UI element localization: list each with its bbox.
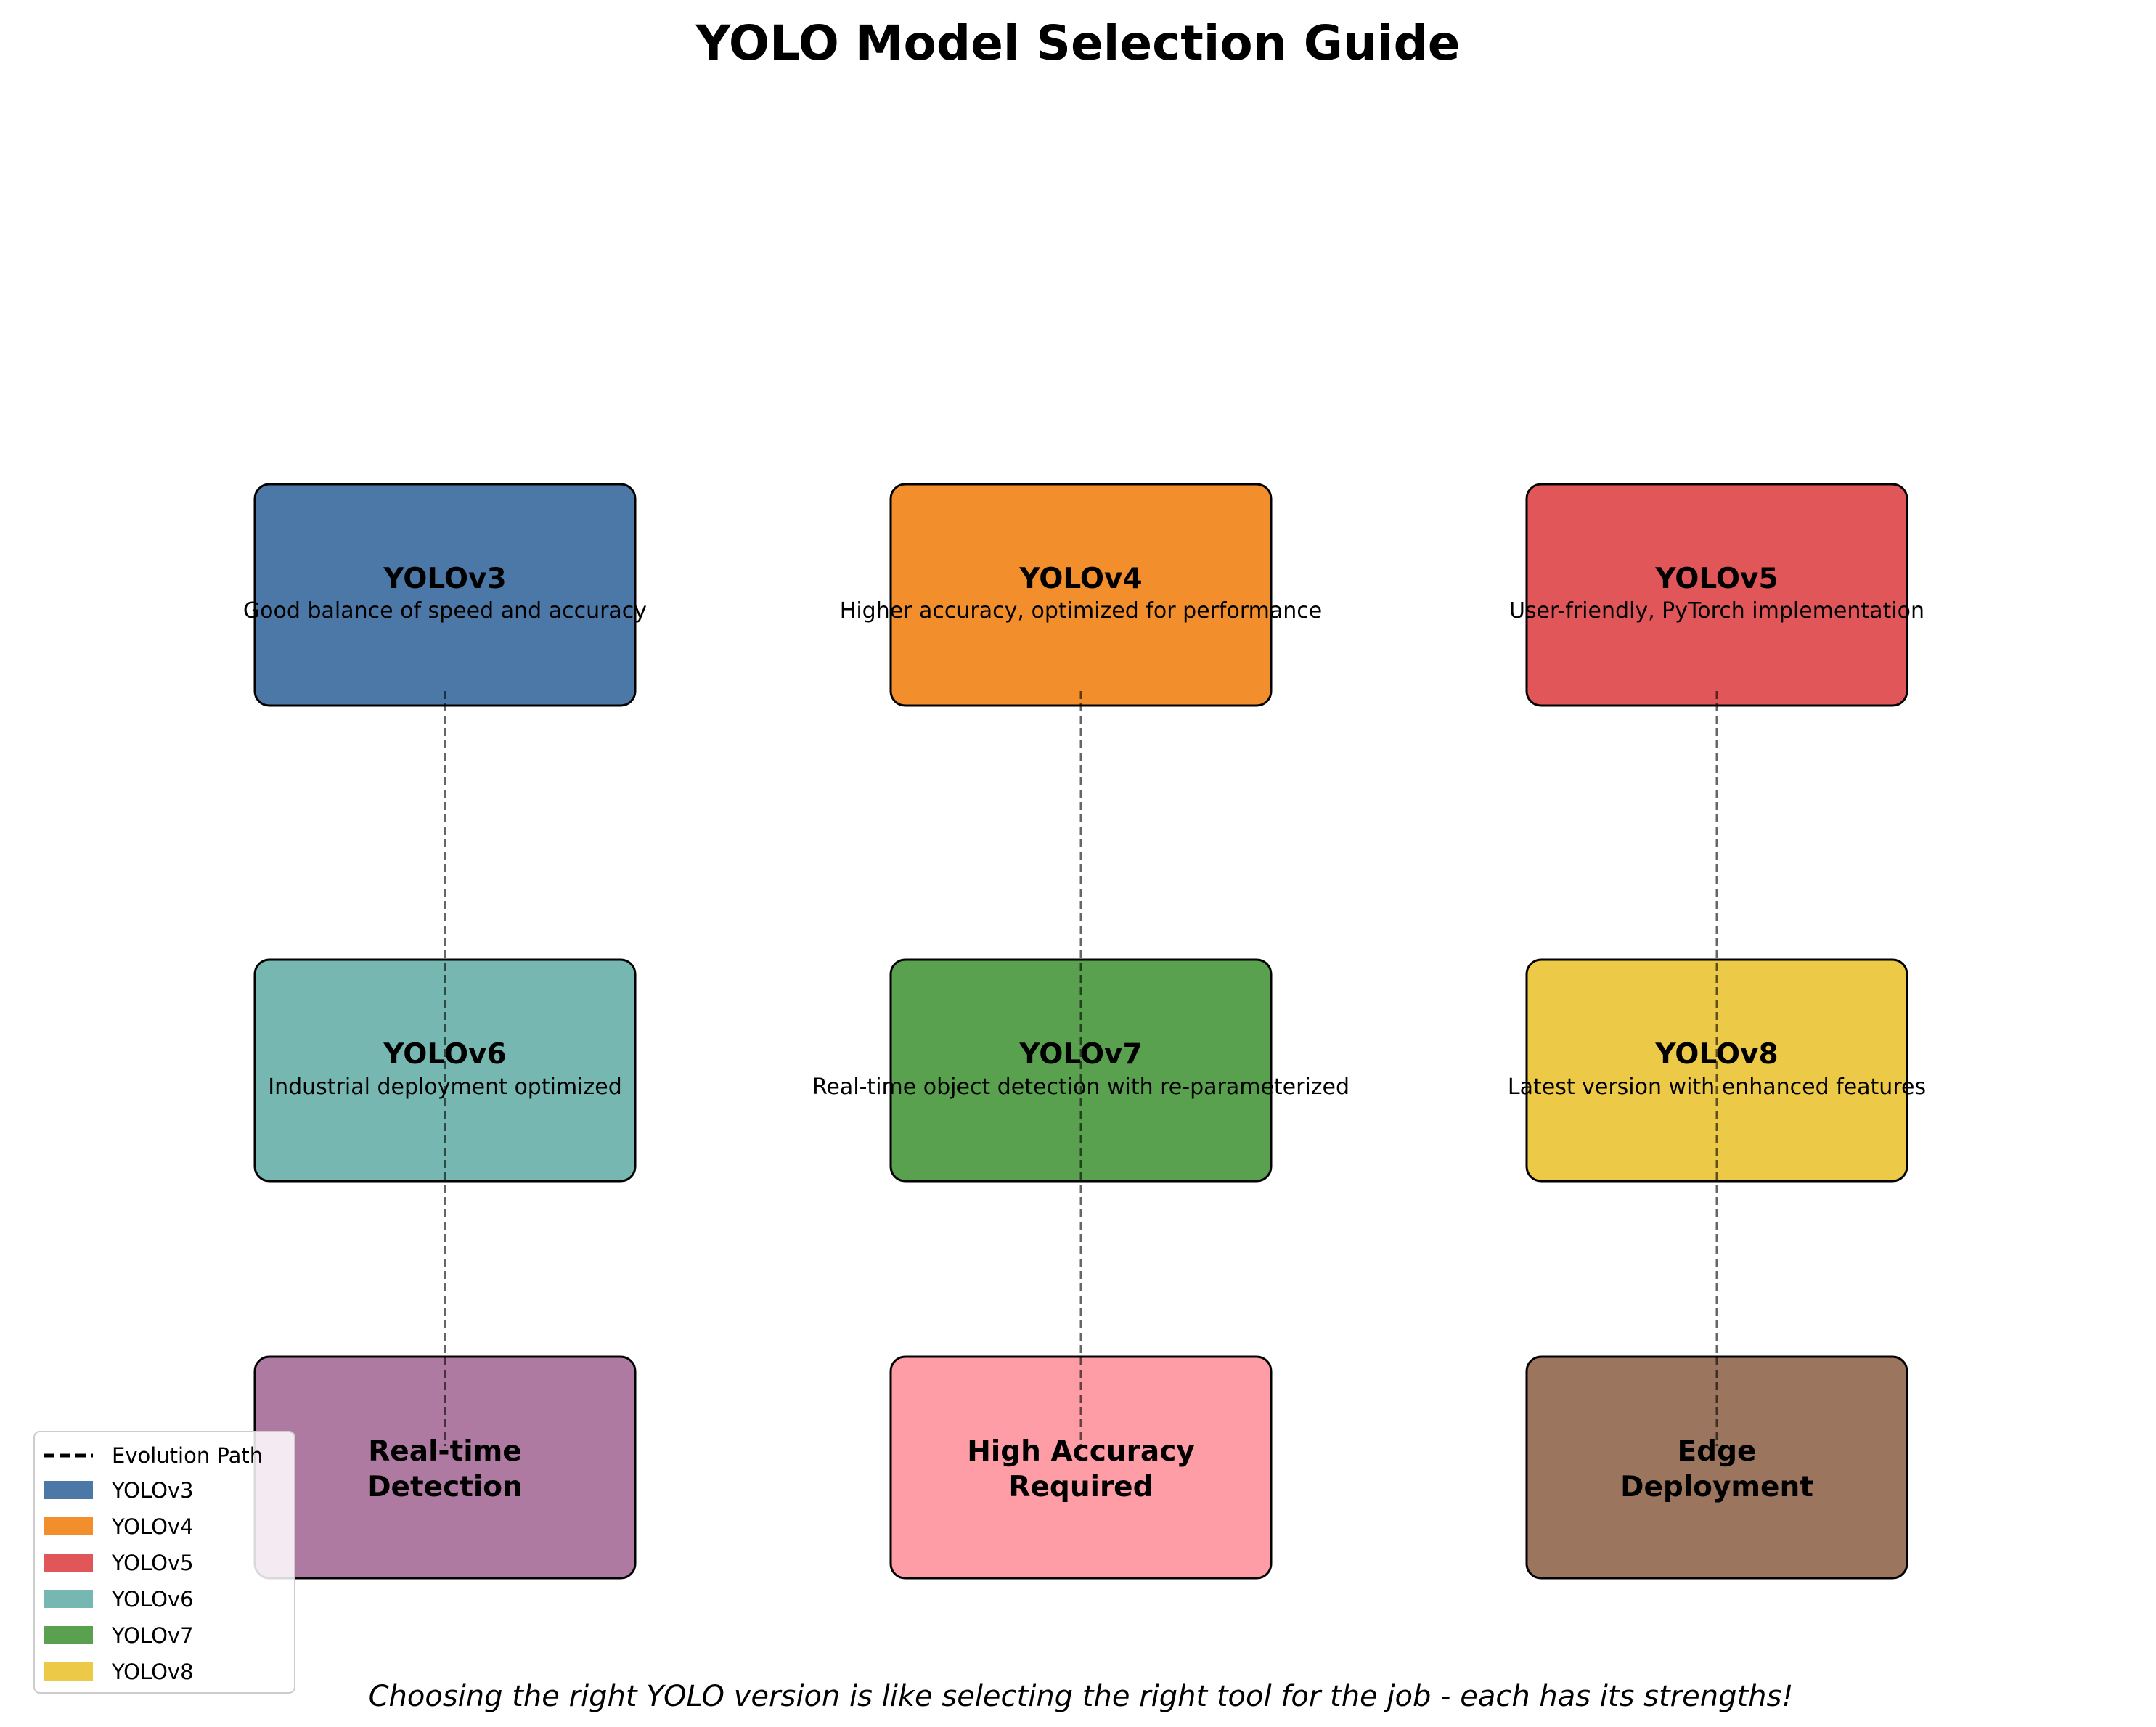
legend-frame (33, 1431, 295, 1694)
legend-swatch-yolov8 (44, 1662, 93, 1681)
footer-caption: Choosing the right YOLO version is like … (369, 1680, 1794, 1713)
use-case-label-line1: Real-time (368, 1435, 521, 1468)
model-box-yolov3: YOLOv3 Good balance of speed and accurac… (243, 483, 647, 707)
page-title: YOLO Model Selection Guide (695, 15, 1460, 71)
legend-evolution-label: Evolution Path (112, 1443, 263, 1468)
legend-swatch-yolov5 (44, 1554, 93, 1572)
use-case-label-line1: Edge (1678, 1435, 1757, 1468)
legend-label: YOLOv7 (111, 1623, 194, 1648)
use-case-label-line1: High Accuracy (967, 1435, 1195, 1468)
model-description: User-friendly, PyTorch implementation (1509, 598, 1924, 624)
legend-swatch-yolov4 (44, 1517, 93, 1535)
use-case-label-line2: Required (1008, 1471, 1153, 1503)
use-case-box-bg (1525, 1355, 1908, 1580)
legend-swatch-yolov3 (44, 1481, 93, 1499)
legend-label: YOLOv6 (111, 1587, 194, 1612)
use-case-label-line2: Deployment (1620, 1471, 1813, 1503)
evolution-paths (444, 691, 1718, 1446)
model-name: YOLOv5 (1654, 563, 1778, 595)
legend-label: YOLOv4 (111, 1514, 194, 1539)
model-box-yolov8-bg (1525, 958, 1908, 1183)
use-case-high-accuracy: High Accuracy Required (889, 1355, 1273, 1580)
use-case-label-line2: Detection (367, 1471, 523, 1503)
legend: Evolution Path YOLOv3 YOLOv4 YOLOv5 YOLO… (33, 1431, 295, 1694)
legend-label: YOLOv8 (111, 1659, 194, 1684)
model-description: Good balance of speed and accuracy (243, 598, 647, 624)
model-name: YOLOv4 (1018, 563, 1142, 595)
model-box-yolov5: YOLOv5 User-friendly, PyTorch implementa… (1509, 483, 1924, 707)
legend-label: YOLOv3 (111, 1478, 194, 1503)
use-case-edge: Edge Deployment (1525, 1355, 1908, 1580)
model-box-yolov7-bg (889, 958, 1273, 1183)
model-box-yolov6-bg (253, 958, 637, 1183)
model-description: Higher accuracy, optimized for performan… (840, 598, 1322, 624)
legend-swatch-yolov6 (44, 1590, 93, 1608)
legend-swatch-yolov7 (44, 1626, 93, 1644)
use-case-box-bg (889, 1355, 1273, 1580)
model-name: YOLOv3 (383, 563, 506, 595)
model-box-yolov4: YOLOv4 Higher accuracy, optimized for pe… (840, 483, 1322, 707)
model-box-yolov8: YOLOv8 Latest version with enhanced feat… (1508, 958, 1926, 1183)
legend-label: YOLOv5 (111, 1551, 194, 1575)
